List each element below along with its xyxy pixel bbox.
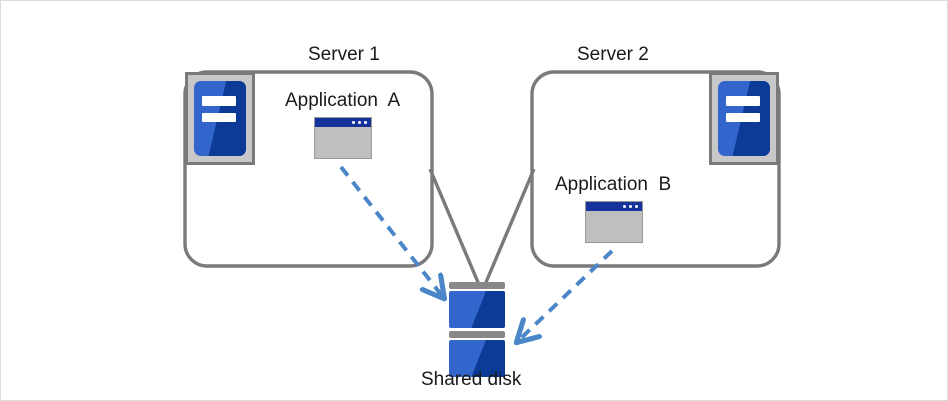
server-chassis-slot bbox=[202, 112, 236, 123]
application-b-label: Application B bbox=[555, 174, 672, 195]
disk-cap bbox=[449, 331, 505, 338]
application-a-label: Application A bbox=[285, 90, 401, 111]
server-chassis-slot bbox=[726, 112, 760, 123]
appA-to-disk-access bbox=[339, 165, 443, 297]
application-window-icon bbox=[585, 201, 643, 243]
disk-unit bbox=[449, 282, 505, 328]
server-chassis-slot bbox=[726, 96, 760, 106]
window-dot-icon bbox=[635, 205, 638, 208]
server-2-box bbox=[530, 70, 781, 268]
server-chassis-icon bbox=[185, 72, 255, 165]
server-chassis-body bbox=[194, 81, 246, 156]
application-window-icon bbox=[314, 117, 372, 159]
disk-stack-icon bbox=[449, 282, 505, 377]
shared-disk-label: Shared disk bbox=[421, 369, 522, 390]
window-dot-icon bbox=[364, 121, 367, 124]
server1-to-disk-link bbox=[428, 168, 482, 288]
server-chassis-icon bbox=[709, 72, 779, 165]
application-window-titlebar bbox=[315, 118, 371, 127]
window-dot-icon bbox=[629, 205, 632, 208]
appB-to-disk-access bbox=[518, 249, 614, 341]
server-1-box bbox=[183, 70, 434, 268]
window-dot-icon bbox=[358, 121, 361, 124]
server-chassis-slot bbox=[202, 96, 236, 106]
disk-body bbox=[449, 340, 505, 377]
server2-to-disk-link bbox=[482, 168, 536, 288]
window-dot-icon bbox=[623, 205, 626, 208]
application-window-titlebar bbox=[586, 202, 642, 211]
window-dot-icon bbox=[352, 121, 355, 124]
server-2-title: Server 2 bbox=[577, 44, 649, 65]
server-chassis-body bbox=[718, 81, 770, 156]
disk-cap bbox=[449, 282, 505, 289]
server-1-title: Server 1 bbox=[308, 44, 380, 65]
disk-body bbox=[449, 291, 505, 328]
disk-unit bbox=[449, 331, 505, 377]
